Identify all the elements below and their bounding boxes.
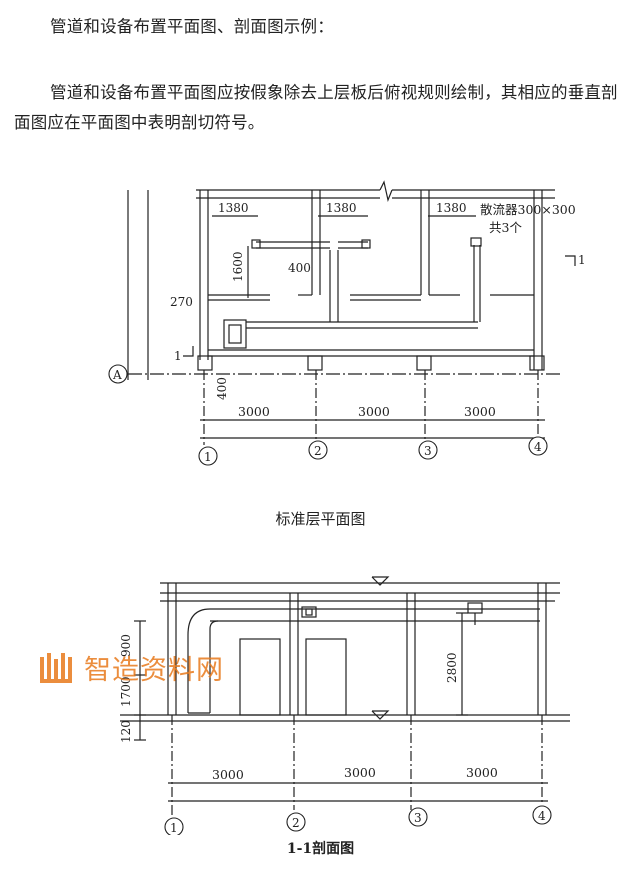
section-dim-1700: 1700 xyxy=(119,676,133,707)
diffuser-label: 散流器300×300 xyxy=(480,202,576,217)
plan-axis-bubbles: A 1 2 3 4 xyxy=(108,364,548,466)
plan-dimension-labels: 1380 1380 1380 散流器300×300 共3个 1600 400 2… xyxy=(170,201,586,419)
plan-axis-3: 3 xyxy=(424,444,432,458)
plan-bottom-dim-2: 3000 xyxy=(358,404,390,419)
section-dim-2800: 2800 xyxy=(445,652,459,683)
axis-a-label: A xyxy=(112,368,122,382)
section-dimension-labels: 900 1700 120 2800 3000 3000 3000 xyxy=(119,634,498,782)
section-mark-left: 1 xyxy=(174,349,182,363)
plan-dim-400-a: 400 xyxy=(288,261,311,275)
plan-caption: 标准层平面图 xyxy=(275,510,366,528)
section-dim-900: 900 xyxy=(119,634,133,657)
section-axis-3: 3 xyxy=(414,811,422,825)
section-axis-4: 4 xyxy=(538,809,546,823)
plan-dim-top-1: 1380 xyxy=(218,201,249,215)
section-axis-bubbles: 1 2 3 4 xyxy=(164,805,552,835)
plan-dim-400-b: 400 xyxy=(215,377,229,400)
section-mark-right: 1 xyxy=(578,253,586,267)
plan-drawing: 1380 1380 1380 散流器300×300 共3个 1600 400 2… xyxy=(108,180,586,466)
section-bottom-dim-3: 3000 xyxy=(466,765,498,780)
plan-bottom-dim-3: 3000 xyxy=(464,404,496,419)
section-dim-120: 120 xyxy=(119,720,133,743)
section-caption: 1-1剖面图 xyxy=(286,841,355,857)
watermark: 智造资料网 xyxy=(38,648,224,687)
plan-axis-2: 2 xyxy=(314,444,322,458)
plan-dim-270: 270 xyxy=(170,295,193,309)
plan-axis-4: 4 xyxy=(534,440,542,454)
section-axis-2: 2 xyxy=(292,816,300,830)
intro-text: 管道和设备布置平面图、剖面图示例： xyxy=(50,17,334,36)
section-bottom-dim-2: 3000 xyxy=(344,765,376,780)
plan-axis-1: 1 xyxy=(204,450,212,464)
plan-dim-top-2: 1380 xyxy=(326,201,357,215)
section-axis-1: 1 xyxy=(170,821,178,835)
plan-dim-top-3: 1380 xyxy=(436,201,467,215)
watermark-text: 智造资料网 xyxy=(84,655,224,686)
watermark-logo-icon xyxy=(40,652,72,683)
plan-bottom-dim-1: 3000 xyxy=(238,404,270,419)
diffuser-count: 共3个 xyxy=(489,220,522,235)
section-drawing: 900 1700 120 2800 3000 3000 3000 1 2 3 4 xyxy=(119,576,570,835)
plan-dim-1600: 1600 xyxy=(231,251,245,282)
section-bottom-dim-1: 3000 xyxy=(212,767,244,782)
description-text: 管道和设备布置平面图应按假象除去上层板后俯视规则绘制，其相应的垂直剖面图应在平面… xyxy=(14,83,618,132)
